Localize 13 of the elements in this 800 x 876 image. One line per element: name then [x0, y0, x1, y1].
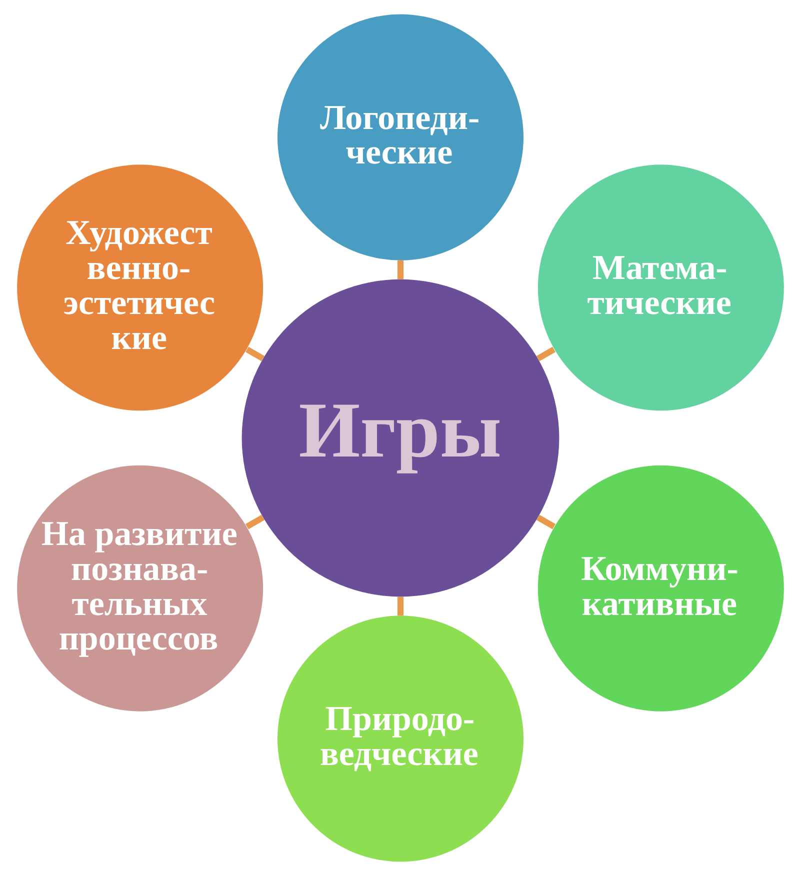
node-circle: Матема- тические: [537, 164, 784, 411]
connector: [536, 514, 556, 530]
connector: [536, 346, 556, 362]
node-circle: Игры: [241, 279, 559, 597]
node-circle: На развитие познава- тельных процессов: [16, 465, 263, 712]
connector: [244, 514, 264, 530]
connector: [396, 596, 404, 616]
node-circle: Логопеди- ческие: [276, 14, 523, 260]
node-circle: Художест венно- эстетичес кие: [16, 164, 263, 411]
connector: [244, 346, 264, 362]
node-circle: Коммуни- кативные: [537, 465, 784, 712]
node-circle: Природо- ведческие: [276, 616, 523, 862]
connector: [396, 260, 404, 280]
